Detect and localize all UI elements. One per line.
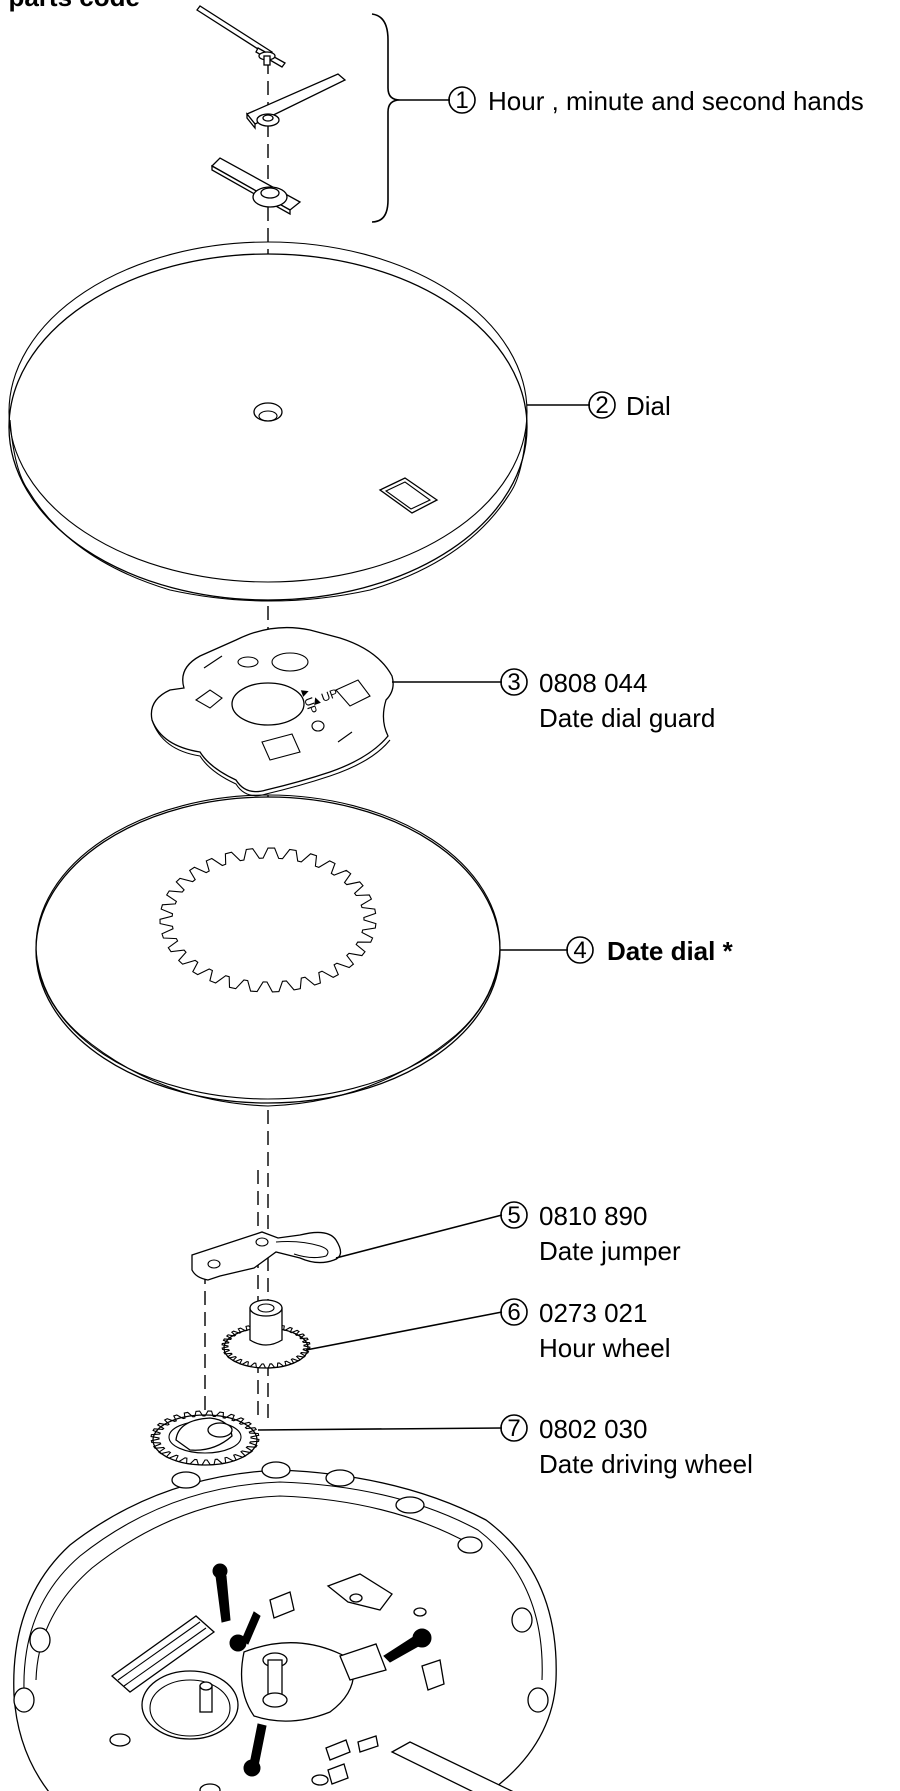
callout-2: 2 Dial [588,391,671,421]
callout-6-name: Hour wheel [539,1333,671,1363]
callout-1-number: 1 [455,87,468,114]
callout-6-circle [500,1298,528,1326]
lubrication-markers [212,1563,432,1777]
marker-3 [383,1628,432,1663]
callout-1: 1 Hour , minute and second hands [448,86,864,116]
second-hand [196,5,286,68]
callout-6: 6 0273 021 Hour wheel [500,1298,671,1363]
callout-7: 7 0802 030 Date driving wheel [500,1414,753,1479]
callout-5-number: 5 [507,1202,520,1229]
callout-6-number: 6 [507,1299,520,1326]
callout-7-number: 7 [507,1415,520,1442]
callout-2-circle [588,391,616,419]
minute-hand [245,73,347,130]
callout-4-name: Date dial * [607,936,734,966]
callout-6-code: 0273 021 [539,1298,647,1328]
callout-7-name: Date driving wheel [539,1449,753,1479]
hour-hand [210,157,302,216]
callout-4: 4 Date dial * [566,936,734,966]
callout-1-circle [448,86,476,114]
date-jumper [191,1231,342,1281]
callout-5-code: 0810 890 [539,1201,647,1231]
callout-3: 3 0808 044 Date dial guard [500,668,715,733]
hands-brace [371,13,401,223]
callout-7-code: 0802 030 [539,1414,647,1444]
movement-plate [13,1461,557,1791]
callout-2-number: 2 [595,392,608,419]
callout-7-circle [500,1414,528,1442]
callout-5: 5 0810 890 Date jumper [500,1201,681,1266]
date-dial [35,794,501,1107]
leader-6 [305,1311,503,1351]
callout-3-circle [500,668,528,696]
callout-1-name: Hour , minute and second hands [488,86,864,116]
leader-7 [257,1427,503,1431]
callout-2-name: Dial [626,391,671,421]
leader-5 [335,1214,503,1259]
hour-wheel [221,1299,311,1369]
marker-1 [212,1563,231,1623]
dial [8,241,528,602]
marker-4 [243,1723,267,1777]
callout-3-number: 3 [507,669,520,696]
callout-3-code: 0808 044 [539,668,647,698]
header-title: l parts code [0,0,140,12]
callout-5-circle [500,1201,528,1229]
callout-3-name: Date dial guard [539,703,715,733]
callout-4-circle [566,936,594,964]
marker-2 [229,1611,261,1652]
callout-5-name: Date jumper [539,1236,681,1266]
callout-4-number: 4 [573,937,586,964]
date-driving-wheel [150,1410,260,1466]
date-dial-guard: ▲UP ▲UP [150,626,394,797]
